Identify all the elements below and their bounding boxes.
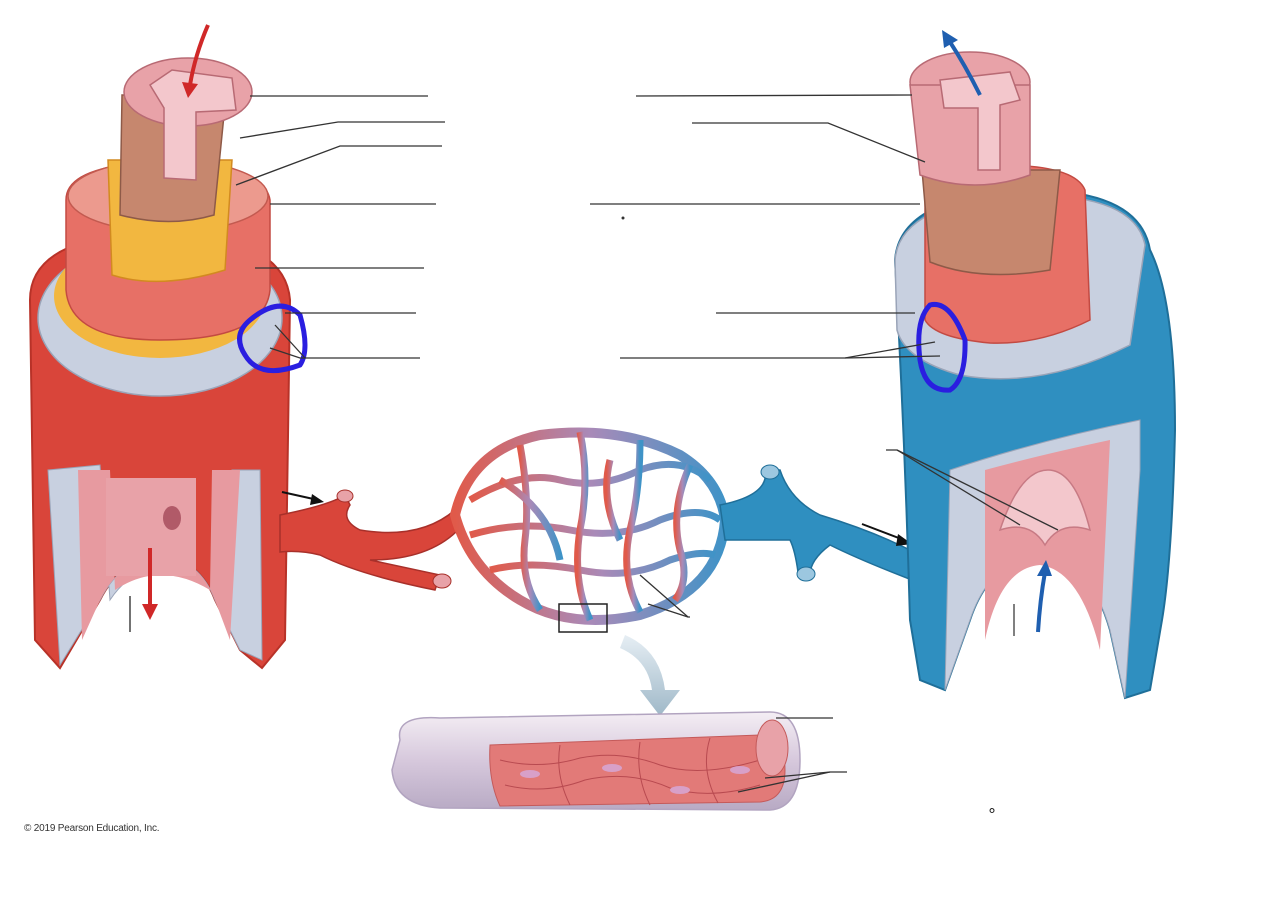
cell-nucleus bbox=[520, 770, 540, 778]
capillary-zoom-box bbox=[558, 603, 608, 633]
capillary-leader-lines bbox=[639, 574, 690, 618]
blue-flow-arrow-head-icon bbox=[942, 30, 958, 48]
leader-line bbox=[635, 94, 913, 97]
leader-line bbox=[737, 771, 831, 793]
venule-branch-end bbox=[796, 566, 816, 582]
capillary bbox=[489, 549, 717, 577]
cell-border bbox=[638, 741, 651, 806]
cell-nuclei bbox=[520, 764, 750, 794]
leader-line bbox=[647, 603, 689, 618]
blue-flow-arrow-icon bbox=[948, 40, 982, 96]
cell-border bbox=[705, 737, 719, 804]
small-circle-mark: ∘ bbox=[987, 802, 998, 819]
arteriole-branch-end bbox=[432, 573, 452, 589]
capillary bbox=[516, 444, 543, 612]
vein bbox=[893, 30, 1177, 700]
vein-valve bbox=[998, 469, 1092, 547]
capillary-web bbox=[468, 431, 723, 622]
capillary-end-opening bbox=[755, 719, 789, 777]
venule-branch-end bbox=[760, 464, 780, 480]
capillary bbox=[498, 476, 564, 561]
artery bbox=[28, 24, 308, 670]
cell-nucleus bbox=[670, 786, 690, 794]
arteriole-branch-end bbox=[336, 489, 354, 503]
cell-border bbox=[558, 744, 571, 806]
vein-intima-layer bbox=[921, 169, 1061, 276]
blue-flow-arrow-lower-icon bbox=[1036, 571, 1047, 633]
zoom-arrow-icon bbox=[620, 635, 680, 716]
artery-annotation-circle bbox=[237, 303, 308, 374]
endothelial-cells bbox=[499, 737, 761, 806]
copyright-notice: © 2019 Pearson Education, Inc. bbox=[24, 823, 160, 834]
cell-nucleus bbox=[602, 764, 622, 772]
capillary-bed bbox=[279, 427, 913, 633]
capillary bbox=[574, 431, 594, 622]
leader-line bbox=[620, 341, 936, 359]
artery-leader-lines bbox=[235, 95, 445, 359]
black-pointer-arrow-head-icon bbox=[310, 494, 324, 505]
capillary-detail bbox=[391, 711, 847, 811]
capillary bbox=[603, 459, 624, 542]
blue-flow-arrow-lower-head-icon bbox=[1037, 560, 1052, 576]
vein-annotation-circle bbox=[916, 301, 968, 393]
leader-line bbox=[274, 324, 306, 359]
cell-border bbox=[504, 775, 761, 794]
leader-line bbox=[896, 449, 1059, 531]
capillary-detail-leader-lines bbox=[737, 717, 847, 793]
capillary bbox=[672, 463, 694, 603]
red-flow-arrow-head-icon bbox=[182, 82, 198, 98]
artery-nucleus bbox=[163, 506, 181, 530]
leader-line bbox=[269, 347, 420, 359]
capillary bbox=[623, 439, 644, 614]
stray-dot bbox=[621, 216, 625, 220]
capillary bbox=[468, 509, 723, 539]
leader-line bbox=[235, 145, 442, 186]
vein-leader-lines bbox=[590, 94, 1059, 531]
cell-border bbox=[499, 754, 761, 771]
red-flow-arrow-icon bbox=[188, 24, 210, 86]
leader-line bbox=[692, 122, 926, 163]
arteriole bbox=[279, 493, 461, 591]
red-flow-arrow-lower-head-icon bbox=[142, 604, 158, 620]
leader-line bbox=[239, 121, 445, 139]
venule bbox=[719, 469, 913, 582]
leader-line bbox=[844, 355, 941, 359]
capillary bbox=[468, 460, 713, 504]
black-pointer-arrow-icon bbox=[861, 523, 905, 541]
cell-nucleus bbox=[730, 766, 750, 774]
vein-lumen bbox=[939, 71, 1021, 171]
